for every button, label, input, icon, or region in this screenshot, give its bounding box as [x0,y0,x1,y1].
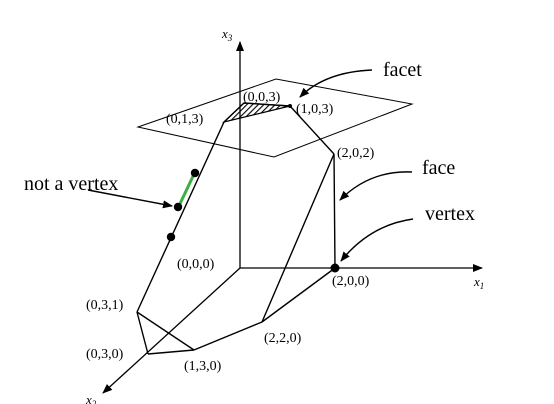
edge-030-031 [136,311,149,355]
edge-point-upper [190,168,200,178]
vertex-point-103 [288,104,292,108]
label-200: (2,0,0) [332,274,370,289]
annotation-vertex: vertex [425,203,475,225]
edge-103-202 [289,105,335,155]
face-arrow [339,171,413,201]
edge-031-130 [136,311,195,351]
x3-axis-label: x3 [221,26,233,43]
edge-point-middle [173,202,183,212]
edge-003-103 [243,102,291,107]
label-003: (0,0,3) [243,90,281,105]
x2-axis [102,267,241,394]
not-vertex-arrow [87,189,173,209]
label-000: (0,0,0) [177,257,215,272]
edge-200-220 [261,267,336,323]
highlighted-edge-segment [176,171,197,209]
annotation-facet: facet [383,59,422,81]
annotation-not-a-vertex: not a vertex [24,173,118,195]
edge-220-130 [193,321,263,351]
edge-point-lower [166,232,176,242]
label-103: (1,0,3) [296,102,334,117]
edge-202-220 [261,153,335,323]
vertex-arrow [340,218,414,262]
edge-013-003 [223,102,245,123]
x1-axis-label: x1 [473,274,484,291]
vertex-point-200 [330,263,340,273]
label-030: (0,3,0) [86,347,124,362]
facet-plane [136,78,414,158]
label-031: (0,3,1) [86,298,124,313]
edge-202-200 [333,153,336,269]
label-220: (2,2,0) [264,331,302,346]
label-202: (2,0,2) [337,146,375,161]
facet-arrow [299,69,373,98]
label-013: (0,1,3) [166,112,204,127]
annotation-face: face [422,157,455,179]
edge-130-030 [147,349,195,355]
edge-031-013 [136,121,225,313]
label-130: (1,3,0) [184,359,222,374]
x2-axis-label: x2 [85,392,97,404]
